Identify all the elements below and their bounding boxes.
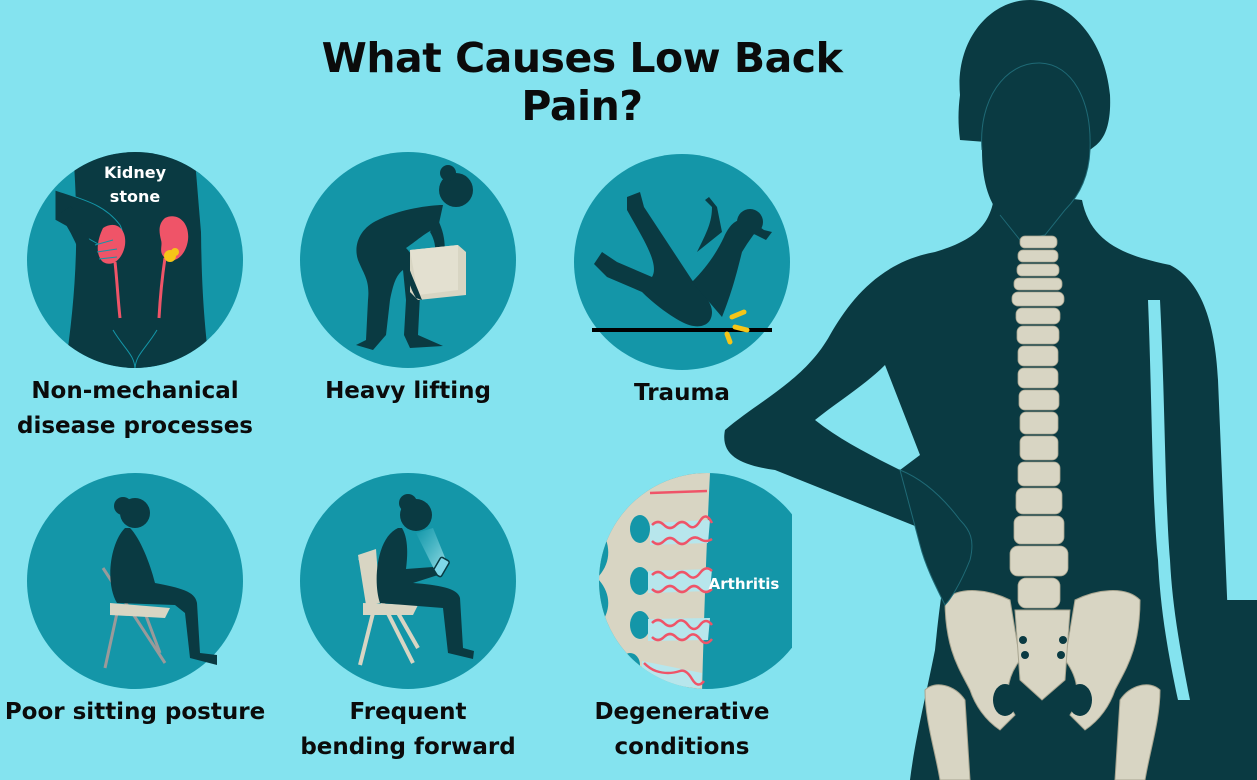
cause-bending-forward: Frequent bending forward <box>273 473 543 765</box>
caption-line: conditions <box>614 734 750 760</box>
arthritis-label: Arthritis <box>709 575 780 593</box>
caption-heavy-lifting: Heavy lifting <box>273 374 543 409</box>
caption-line: Trauma <box>634 380 730 406</box>
kidney-label-line2: stone <box>110 187 161 206</box>
back-spine-silhouette-icon <box>724 0 1257 780</box>
falling-person-icon <box>574 154 790 370</box>
kidney-stone-icon: Kidney stone <box>27 152 243 368</box>
caption-line: Poor sitting posture <box>4 699 266 725</box>
caption-line: Frequent <box>349 699 467 725</box>
kidney-label-line1: Kidney <box>104 163 167 182</box>
cause-heavy-lifting: Heavy lifting <box>273 150 543 409</box>
caption-trauma: Trauma <box>547 376 817 411</box>
page-title: What Causes Low Back Pain? <box>321 34 843 130</box>
lifting-box-icon <box>300 152 516 368</box>
arthritic-spine-icon: Arthritis <box>599 473 792 689</box>
caption-line: disease processes <box>17 413 253 439</box>
slouched-sitting-icon <box>27 473 243 689</box>
caption-line: Non-mechanical <box>31 378 239 404</box>
cause-trauma: Trauma <box>547 152 817 411</box>
cause-degenerative: Arthritis Degenerative conditions <box>547 473 817 765</box>
caption-line: Heavy lifting <box>325 378 491 404</box>
caption-poor-sitting: Poor sitting posture <box>0 695 270 730</box>
caption-bending-forward: Frequent bending forward <box>273 695 543 765</box>
cause-non-mechanical: Kidney stone Non-mechanical disease proc… <box>0 150 270 444</box>
phone-hunching-icon <box>300 473 516 689</box>
caption-degenerative: Degenerative conditions <box>547 695 817 765</box>
caption-line: Degenerative <box>594 699 770 725</box>
cause-poor-sitting: Poor sitting posture <box>0 473 270 730</box>
caption-line: bending forward <box>300 734 516 760</box>
caption-non-mechanical: Non-mechanical disease processes <box>0 374 270 444</box>
